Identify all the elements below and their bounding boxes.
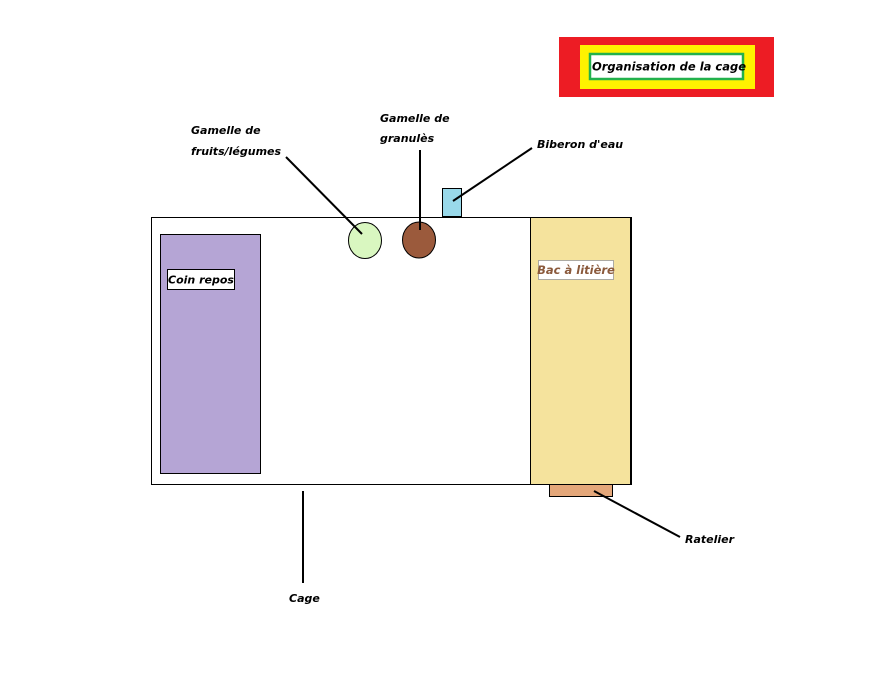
leader-line-ratelier bbox=[593, 490, 681, 538]
coin-repos-label-box bbox=[167, 269, 235, 290]
gamelle-granules-label-line2: granulès bbox=[380, 132, 435, 145]
gamelle-fruits-label-line1: Gamelle de bbox=[191, 124, 261, 137]
leader-line-gamelle-fruits bbox=[285, 156, 363, 235]
ratelier-label: Ratelier bbox=[685, 533, 735, 546]
diagram-title: Organisation de la cage bbox=[592, 60, 746, 74]
bac-litiere-label-box bbox=[538, 260, 614, 280]
gamelle-fruits-bowl bbox=[348, 222, 382, 259]
biberon-bottle bbox=[442, 188, 462, 217]
title-inner-frame bbox=[588, 52, 745, 81]
cage-label: Cage bbox=[289, 592, 320, 605]
ratelier-shape bbox=[549, 484, 613, 497]
bac-litiere-area bbox=[530, 217, 631, 485]
coin-repos-label: Coin repos bbox=[168, 274, 234, 287]
title-box: Organisation de la cage bbox=[559, 37, 774, 97]
leader-line-biberon bbox=[452, 147, 533, 202]
gamelle-granules-label-line1: Gamelle de bbox=[380, 112, 450, 125]
bac-litiere-label: Bac à litière bbox=[537, 263, 615, 277]
biberon-label: Biberon d'eau bbox=[537, 138, 623, 151]
gamelle-fruits-label-line2: fruits/légumes bbox=[191, 145, 281, 158]
